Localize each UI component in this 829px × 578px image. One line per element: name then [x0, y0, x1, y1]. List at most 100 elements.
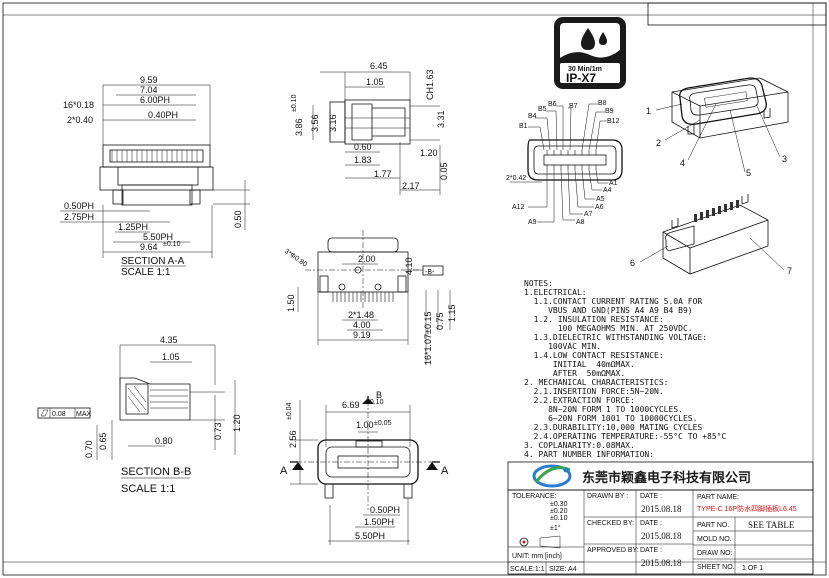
title-block: [507, 461, 814, 575]
dim-9-59: 9.59: [140, 75, 158, 85]
dim-1-15: 1.15: [447, 304, 457, 322]
dim-0-50: 0.50: [233, 210, 243, 228]
date-label-2: DATE :: [640, 520, 662, 527]
pin-label-a8: A8: [576, 219, 585, 226]
part-name: TYPE-C 16P防水四脚插板L6.45: [697, 504, 797, 513]
note-line: VBUS AND GND(PINS A4 A9 B4 B9): [524, 306, 693, 315]
dim-1-20: 1.20: [420, 148, 438, 158]
dim-5-50ph: 5.50PH: [143, 232, 173, 242]
dim-2-56: 2.56: [288, 430, 298, 448]
note-line: AFTER 50mΩMAX.: [524, 369, 625, 378]
section-a-title: SECTION A-A: [121, 256, 185, 267]
dim-9-19: 9.19: [353, 330, 371, 340]
pin-label-a4: A4: [603, 187, 612, 194]
pin-label-b6: B6: [548, 101, 557, 108]
part-no-label: PART NO.: [697, 522, 729, 529]
date-label-3: DATE :: [640, 547, 662, 554]
dim-16x1-07: 16*1.07±0.15: [423, 312, 433, 366]
note-line: 1.1.CONTACT CURRENT RATING 5.0A FOR: [524, 297, 702, 306]
draw-no-label: DRAW NO:: [697, 550, 733, 557]
note-line: 1.3.DIELECTRIC WITHSTANDING VOLTAGE:: [524, 333, 707, 342]
date-3: 2015.08.18: [641, 558, 682, 568]
dim-4-00: 4.00: [353, 320, 371, 330]
date-1: 2015.08.18: [641, 504, 682, 514]
dim-2-17: 2.17: [402, 181, 420, 191]
checked-by-label: CHECKED BY:: [587, 520, 634, 527]
dim-3xphi0-80: 3*Φ0.80: [283, 248, 308, 269]
dim-0-73: 0.73: [213, 422, 223, 440]
tolerance-4: ±1°: [550, 524, 561, 532]
dim-6-69: 6.69: [342, 400, 360, 410]
notes-block: NOTES: 1.ELECTRICAL: 1.1.CONTACT CURRENT…: [524, 279, 726, 459]
approved-by-label: APPROVED BY:: [587, 547, 639, 554]
pin-label-a12: A12: [512, 204, 525, 211]
note-line: 100VAC MIN.: [524, 342, 601, 351]
dim-9-64-tol: ±0.10: [163, 241, 181, 248]
sheet-no-label: SHEET NO.: [697, 564, 735, 571]
dim-0-05: 0.05: [439, 162, 449, 180]
pin-label-a5: A5: [596, 196, 605, 203]
size-label: SIZE: A4: [549, 566, 577, 573]
dim-1-77: 1.77: [374, 169, 392, 179]
section-b-title: SECTION B-B: [121, 466, 191, 478]
note-line: 6~20N FORM 1001 TO 10000CYCLES.: [524, 414, 697, 423]
callout-7: 7: [787, 266, 792, 276]
datum-b: -B-: [425, 269, 435, 276]
dim-3-31: 3.31: [436, 110, 446, 128]
dim-4-10: 4.10: [404, 257, 414, 275]
dim-6-00ph: 6.00PH: [140, 95, 170, 105]
bottom-view: [297, 230, 451, 365]
dim-6-69-tol: ±0.10: [366, 399, 384, 406]
dim-1-83: 1.83: [354, 155, 372, 165]
badge-line1: 30 Min/1m: [568, 66, 602, 73]
dim-4-35: 4.35: [160, 335, 178, 345]
dim-9-64: 9.64: [140, 242, 158, 252]
callout-3: 3: [782, 154, 787, 164]
pin-label-a1: A1: [609, 180, 618, 187]
dim-5-50ph: 5.50PH: [355, 531, 385, 541]
dim-0-75: 0.75: [435, 312, 445, 330]
flatness-value: 0.08: [52, 411, 66, 418]
dim-2x0-40: 2*0.40: [67, 115, 93, 125]
note-line: 1.2. INSULATION RESISTANCE:: [524, 315, 664, 324]
dim-1-00-tol: ±0.05: [374, 420, 392, 427]
iso-view-top: [655, 77, 789, 173]
note-line: 2.2.EXTRACTION FORCE:: [524, 396, 635, 405]
pin-label-b9: B9: [605, 108, 614, 115]
pin-label-b12: B12: [607, 118, 620, 125]
iso-view-bottom: [639, 194, 785, 275]
dim-0-70: 0.70: [84, 440, 94, 458]
dim-2x0-42: 2*0.42: [506, 175, 526, 182]
dim-0-80: 0.80: [155, 436, 173, 446]
unit-label: UNIT: mm [inch]: [512, 553, 562, 560]
note-line: 3. COPLANARITY:0.08MAX.: [524, 441, 635, 450]
callout-2: 2: [656, 138, 661, 148]
note-line: INITIAL 40mΩMAX.: [524, 360, 635, 369]
callout-6: 6: [630, 258, 635, 268]
dim-0-60: 0.60: [354, 142, 372, 152]
dim-ch1-63: CH1.63: [425, 69, 435, 100]
dim-7-04: 7.04: [140, 85, 158, 95]
dim-1-20: 1.20: [232, 414, 242, 432]
dim-6-45: 6.45: [370, 61, 388, 71]
note-line: 1.4.LOW CONTACT RESISTANCE:: [524, 351, 664, 360]
dim-3-16: 3.16: [328, 114, 338, 132]
pin-label-b8: B8: [598, 100, 607, 107]
note-line: 2.4.OPERATING TEMPERATURE:-55°C TO +85°C: [524, 432, 726, 441]
pin-label-b4: B4: [528, 113, 537, 120]
dim-0-50ph: 0.50PH: [370, 505, 400, 515]
tolerance-1: ±0.30: [550, 501, 568, 508]
dim-3-86: 3.86: [294, 118, 304, 136]
dim-3-86-tol: ±0.10: [291, 94, 298, 112]
dim-0-40ph: 0.40PH: [148, 110, 178, 120]
note-line: 2.1.INSERTION FORCE:5N~20N.: [524, 387, 664, 396]
note-line: 100 MEGAOHMS MIN. AT 250VDC.: [524, 324, 693, 333]
tolerance-2: ±0.20: [550, 508, 568, 515]
ipx7-badge: [554, 17, 626, 89]
dim-2x1-48: 2*1.48: [348, 310, 374, 320]
side-view: [312, 71, 441, 195]
dim-0-65: 0.65: [98, 432, 108, 450]
mold-no-label: MOLD NO.: [697, 536, 732, 543]
